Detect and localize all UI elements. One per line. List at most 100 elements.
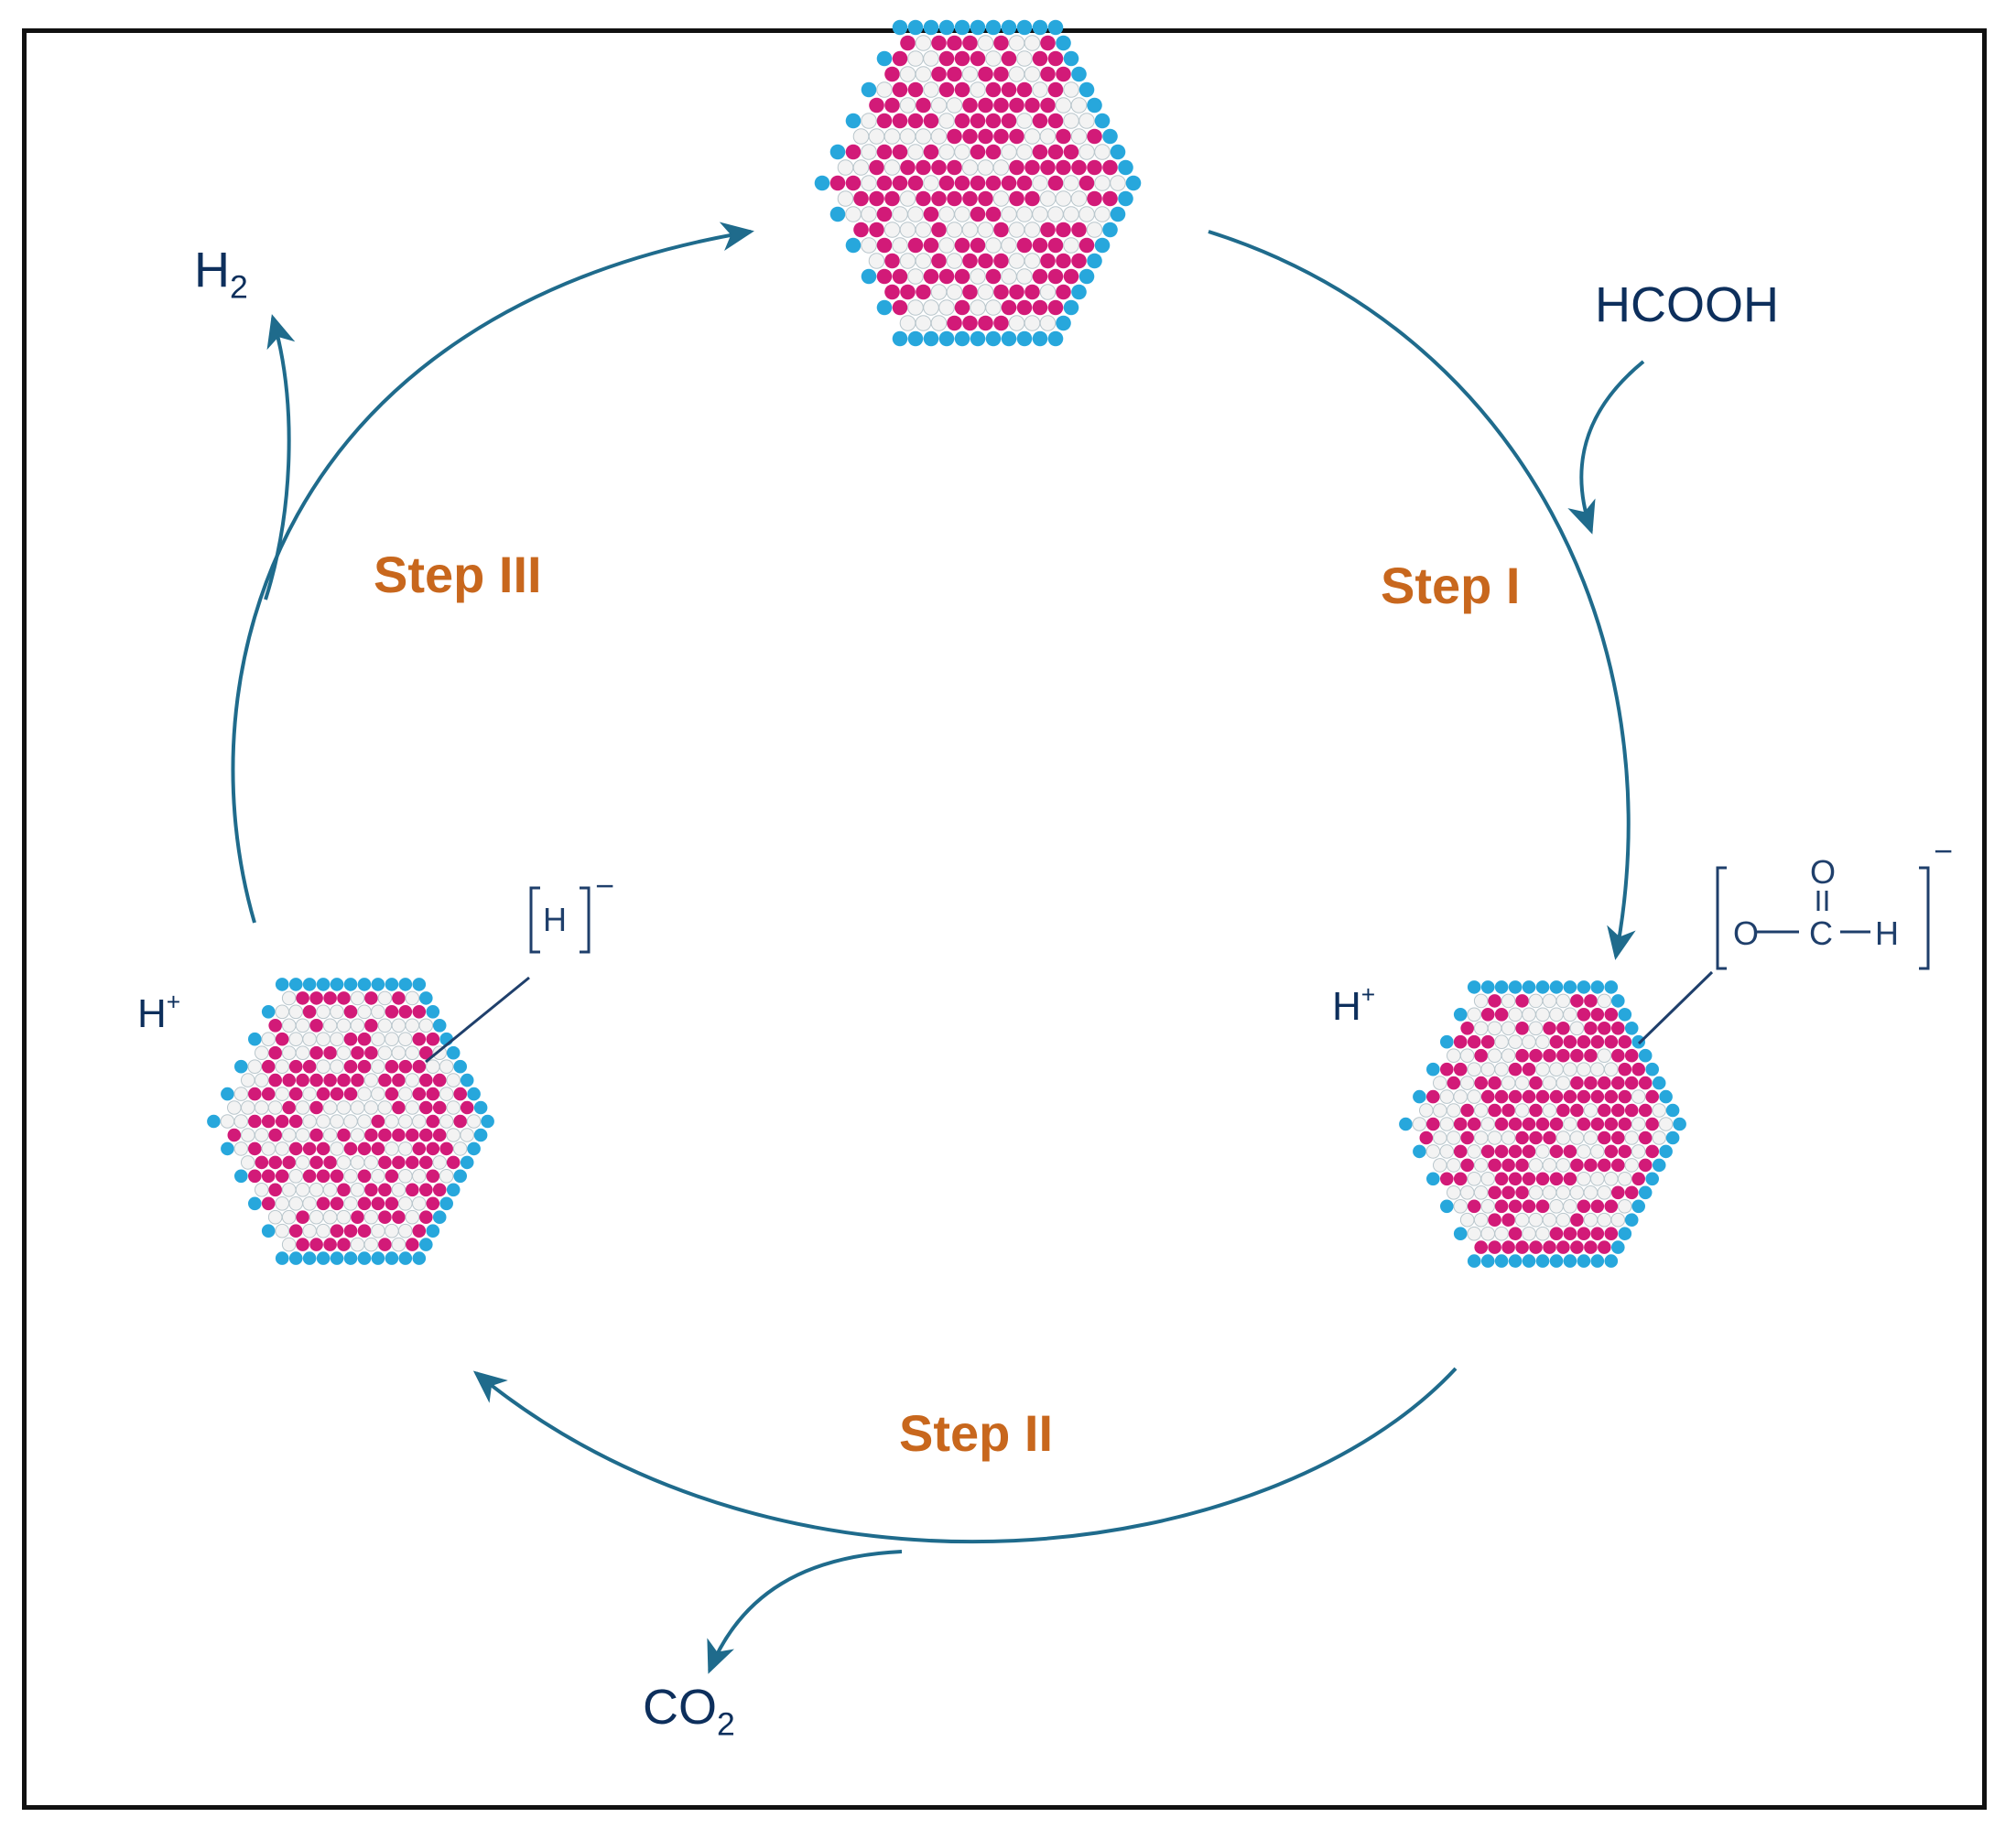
- atom: [1032, 81, 1048, 98]
- atom: [1501, 1213, 1515, 1227]
- atom: [357, 1032, 372, 1046]
- atom: [1070, 128, 1088, 145]
- atom: [1584, 1048, 1598, 1063]
- atom: [923, 268, 939, 285]
- atom: [1514, 1212, 1530, 1228]
- atom: [915, 128, 932, 145]
- atom: [302, 1005, 317, 1019]
- atom: [1611, 1130, 1625, 1145]
- atom: [1433, 1158, 1447, 1173]
- atom: [899, 66, 916, 82]
- atom: [1584, 1240, 1598, 1254]
- atom: [1529, 1076, 1543, 1090]
- atom: [1535, 1007, 1550, 1022]
- atom: [883, 159, 901, 176]
- atom: [322, 1128, 338, 1142]
- atom: [364, 1045, 378, 1060]
- atom: [467, 1141, 481, 1156]
- atom: [453, 1114, 468, 1129]
- atom: [419, 1128, 433, 1142]
- atom: [853, 190, 869, 207]
- atom: [1501, 993, 1516, 1009]
- atom: [1009, 159, 1024, 176]
- atom: [1419, 1130, 1434, 1145]
- atom: [233, 1087, 249, 1101]
- atom: [1590, 1172, 1605, 1186]
- atom: [227, 1100, 242, 1115]
- atom: [1590, 1117, 1605, 1131]
- atom: [309, 991, 323, 1005]
- atom: [907, 237, 924, 254]
- atom: [419, 1155, 433, 1170]
- atom: [412, 1251, 427, 1265]
- nanoparticle-left-icon: [207, 978, 494, 1265]
- atom: [426, 1141, 440, 1156]
- atom: [316, 1059, 331, 1074]
- atom: [1087, 190, 1102, 207]
- atom: [419, 1100, 433, 1115]
- atom: [1659, 1144, 1673, 1159]
- atom: [915, 222, 932, 238]
- arrow-step1: [1208, 230, 1636, 960]
- atom: [1522, 1034, 1536, 1049]
- atom: [330, 978, 344, 991]
- atom: [1549, 1144, 1564, 1159]
- atom: [985, 299, 1002, 316]
- atom: [1556, 1022, 1570, 1035]
- atom: [947, 128, 962, 145]
- atom: [1584, 1076, 1598, 1090]
- atom: [1570, 1240, 1584, 1254]
- atom: [1555, 993, 1571, 1009]
- atom: [1467, 1144, 1481, 1159]
- atom: [1474, 1076, 1488, 1090]
- atom: [378, 1183, 392, 1197]
- atom: [350, 1155, 365, 1170]
- atom: [1535, 980, 1550, 994]
- atom: [1032, 268, 1048, 285]
- atom: [954, 81, 970, 98]
- atom: [1542, 1185, 1557, 1200]
- atom: [992, 190, 1010, 207]
- atom: [350, 1183, 365, 1197]
- atom: [1638, 1158, 1653, 1173]
- atom: [288, 1032, 304, 1046]
- atom: [432, 1128, 447, 1142]
- atom: [993, 222, 1009, 238]
- atom: [1488, 1158, 1501, 1173]
- atom: [1480, 1226, 1495, 1241]
- atom: [938, 206, 955, 222]
- atom: [446, 1045, 461, 1060]
- atom: [961, 66, 979, 82]
- atom: [1460, 1130, 1474, 1145]
- atom: [295, 1100, 310, 1115]
- hydride-h-label: H: [543, 901, 567, 938]
- atom: [938, 81, 955, 98]
- atom: [1494, 1008, 1509, 1022]
- atom: [884, 253, 900, 269]
- atom: [1570, 1213, 1584, 1227]
- atom: [1001, 268, 1017, 285]
- atom: [1001, 50, 1017, 67]
- atom: [363, 1237, 379, 1252]
- atom: [357, 1087, 372, 1101]
- atom: [1604, 1144, 1619, 1159]
- arrow-co2-out: [707, 1550, 903, 1674]
- atom: [288, 1114, 303, 1129]
- atom: [1652, 1158, 1666, 1173]
- atom: [978, 66, 993, 82]
- atom: [892, 330, 908, 347]
- atom: [1078, 268, 1095, 285]
- atom: [1624, 1185, 1639, 1200]
- atom: [248, 1196, 262, 1211]
- atom: [868, 253, 885, 269]
- atom: [1610, 1212, 1626, 1228]
- atom: [1094, 144, 1111, 160]
- arrow-step3: [231, 222, 754, 924]
- atom: [1618, 1089, 1632, 1104]
- atom: [1501, 1021, 1516, 1036]
- atom: [1433, 1076, 1447, 1090]
- atom: [398, 1251, 413, 1265]
- atom: [1631, 1117, 1646, 1131]
- atom: [378, 1210, 392, 1224]
